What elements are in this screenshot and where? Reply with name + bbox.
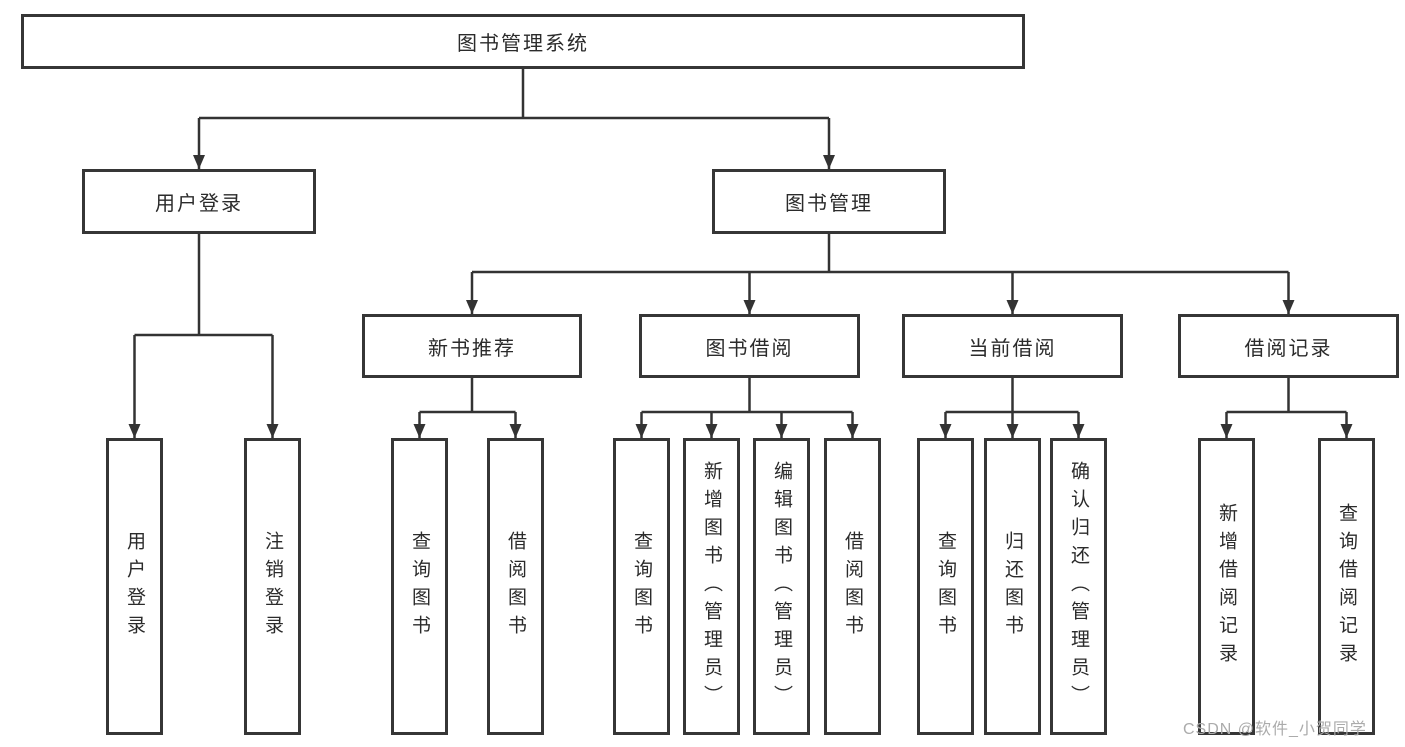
node-book-management-label: 图书管理 [785,193,873,215]
leaf-borrow-book-1: 借阅图书 [487,438,544,735]
leaf-add-borrow-record-label: 新增借阅记录 [1216,502,1237,671]
node-current-borrow-label: 当前借阅 [968,337,1057,360]
leaf-return-book-label: 归还图书 [1002,530,1023,643]
node-borrow-records: 借阅记录 [1178,314,1399,378]
leaf-query-borrow-record-label: 查询借阅记录 [1336,502,1357,671]
leaf-query-book-1: 查询图书 [391,438,448,735]
node-new-book-recommend-label: 新书推荐 [428,337,516,360]
leaf-edit-book-admin-label: 编辑图书（管理员） [771,460,792,713]
leaf-borrow-book-2: 借阅图书 [824,438,881,735]
node-root-label: 图书管理系统 [457,33,589,55]
leaf-user-login: 用户登录 [106,438,163,735]
leaf-add-book-admin-label: 新增图书（管理员） [701,460,722,713]
leaf-query-book-2-label: 查询图书 [631,530,652,643]
leaf-user-login-label: 用户登录 [124,530,145,643]
leaf-logout: 注销登录 [244,438,301,735]
node-new-book-recommend: 新书推荐 [362,314,582,378]
leaf-edit-book-admin: 编辑图书（管理员） [753,438,810,735]
leaf-confirm-return-admin: 确认归还（管理员） [1050,438,1107,735]
node-user-login: 用户登录 [82,169,316,234]
node-current-borrow: 当前借阅 [902,314,1123,378]
node-book-borrow-label: 图书借阅 [705,337,794,360]
node-borrow-records-label: 借阅记录 [1244,337,1333,360]
leaf-query-book-1-label: 查询图书 [409,530,430,643]
leaf-add-book-admin: 新增图书（管理员） [683,438,740,735]
leaf-confirm-return-admin-label: 确认归还（管理员） [1068,460,1089,713]
leaf-borrow-book-2-label: 借阅图书 [842,530,863,643]
leaf-query-book-3-label: 查询图书 [935,530,956,643]
leaf-logout-label: 注销登录 [262,530,283,643]
leaf-add-borrow-record: 新增借阅记录 [1198,438,1255,735]
node-book-management: 图书管理 [712,169,946,234]
node-book-borrow: 图书借阅 [639,314,860,378]
leaf-query-book-3: 查询图书 [917,438,974,735]
leaf-borrow-book-1-label: 借阅图书 [505,530,526,643]
csdn-watermark: CSDN @软件_小贺同学 [1183,721,1367,738]
leaf-return-book: 归还图书 [984,438,1041,735]
node-user-login-label: 用户登录 [155,193,243,215]
leaf-query-borrow-record: 查询借阅记录 [1318,438,1375,735]
leaf-query-book-2: 查询图书 [613,438,670,735]
node-root: 图书管理系统 [21,14,1025,69]
